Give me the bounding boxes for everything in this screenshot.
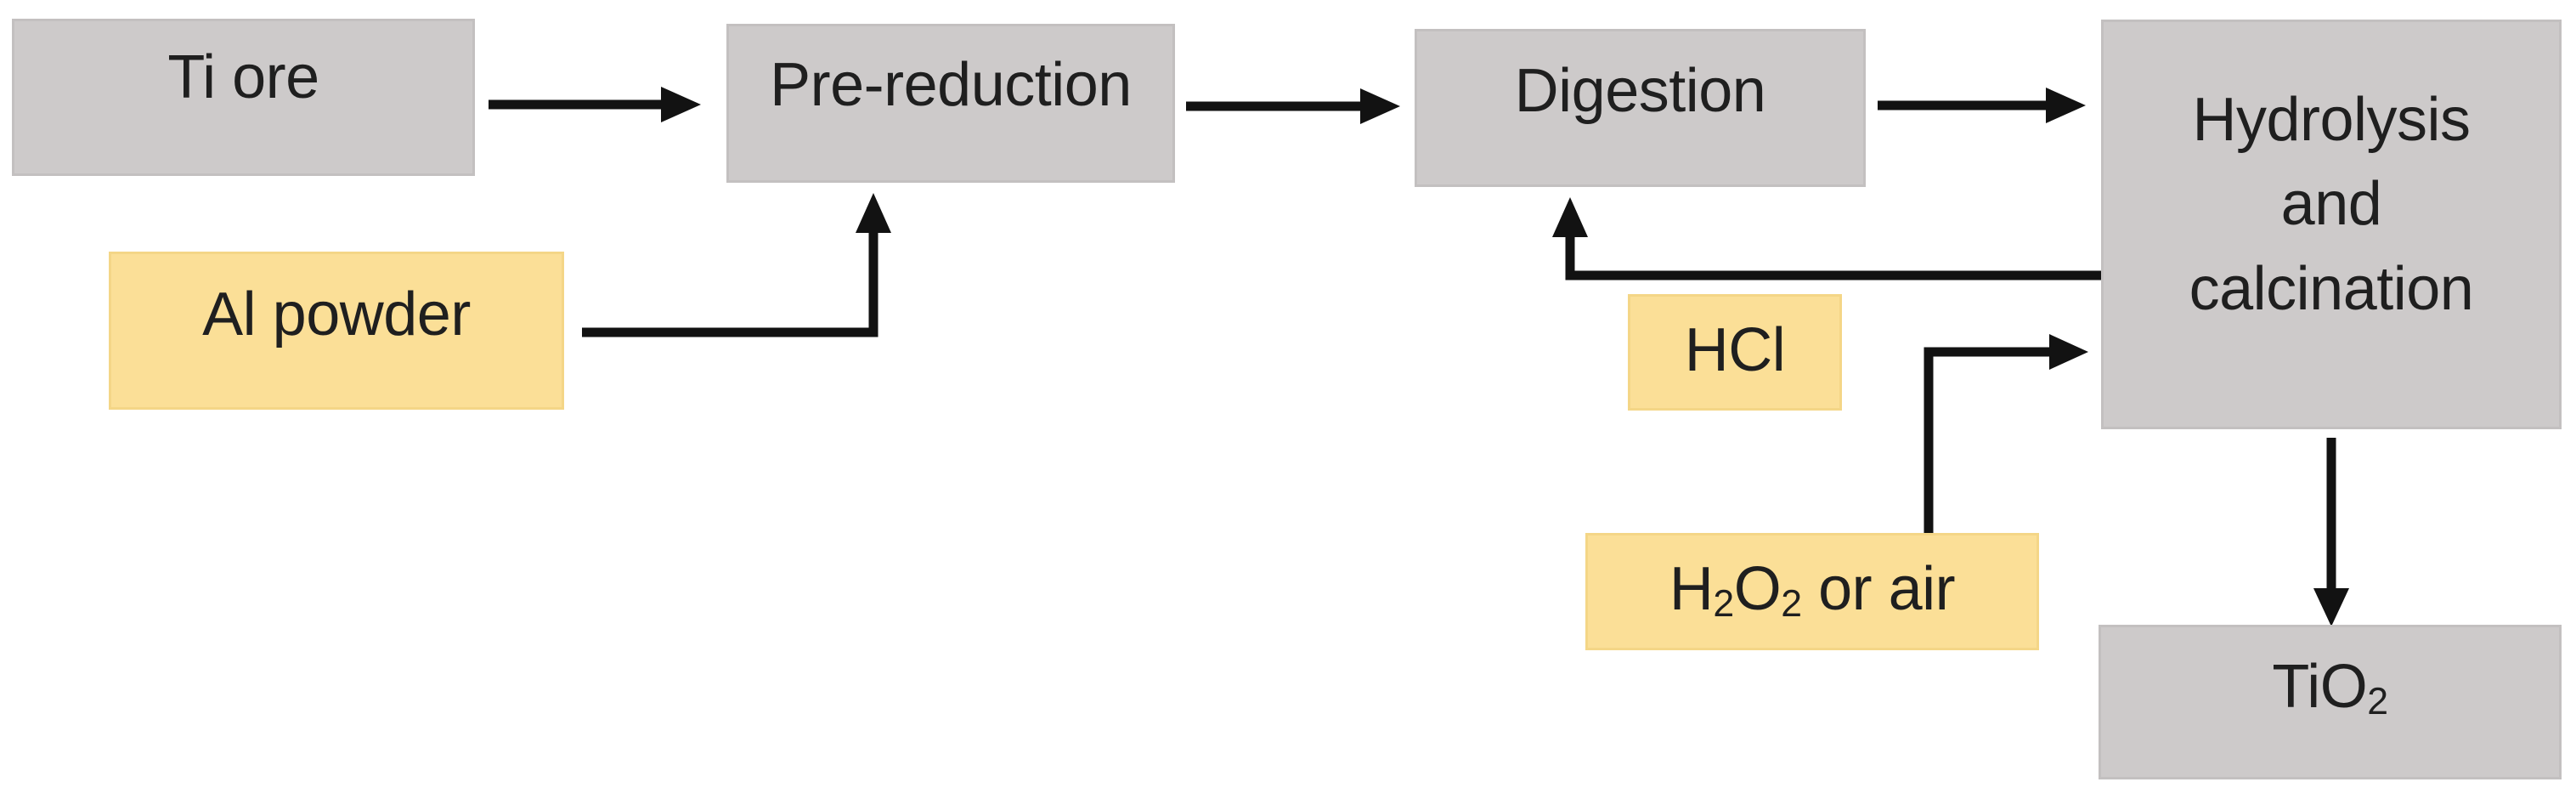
node-hcl: HCl xyxy=(1628,294,1842,411)
node-tio2: TiO2 xyxy=(2099,625,2562,779)
arrow-hydrolysis-to-digestion-recycle xyxy=(1552,197,2101,280)
arrow-al-powder-to-pre-reduction xyxy=(582,193,891,337)
node-hydrolysis-and-calcination: Hydrolysis and calcination xyxy=(2101,20,2562,429)
h2o2-subscript-1: 2 xyxy=(1713,583,1734,626)
pre-reduction-label: Pre-reduction xyxy=(770,50,1132,119)
digestion-label: Digestion xyxy=(1514,57,1766,125)
hydrolysis-and-calcination-label: Hydrolysis and calcination xyxy=(2189,85,2474,323)
node-pre-reduction: Pre-reduction xyxy=(726,24,1175,183)
node-al-powder: Al powder xyxy=(109,252,564,410)
ti-ore-label: Ti ore xyxy=(167,42,319,111)
node-digestion: Digestion xyxy=(1415,29,1866,187)
hcl-label: HCl xyxy=(1684,315,1786,384)
node-h2o2-or-air: H2O2 or air xyxy=(1585,533,2039,650)
h2o2-subscript-2: 2 xyxy=(1781,583,1802,626)
arrow-hydrolysis-to-tio2 xyxy=(2313,438,2349,626)
arrow-ti-ore-to-pre-reduction xyxy=(489,87,701,122)
node-ti-ore: Ti ore xyxy=(12,19,475,176)
al-powder-label: Al powder xyxy=(202,280,471,348)
tio2-label: TiO2 xyxy=(2272,653,2388,723)
arrow-pre-reduction-to-digestion xyxy=(1186,88,1400,124)
arrow-h2o2-to-hydrolysis xyxy=(1924,334,2088,533)
h2o2-or-air-label: H2O2 or air xyxy=(1669,555,1956,626)
tio2-subscript: 2 xyxy=(2367,681,2388,723)
arrow-digestion-to-hydrolysis xyxy=(1878,88,2086,123)
